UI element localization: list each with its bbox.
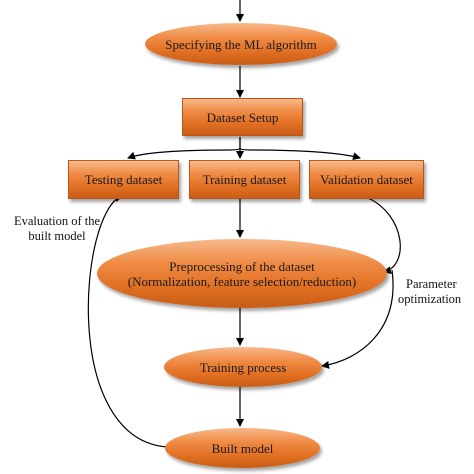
training-dataset-label: Training dataset [202,172,287,187]
arrow-parameter-to-training-process [321,269,394,369]
preprocessing-label-line1: Preprocessing of the dataset [169,258,315,274]
parameter-label-line1: Parameter [406,277,457,291]
evaluation-edge-label: Evaluation of the built model [2,214,112,244]
training-dataset-node: Training dataset [189,160,300,199]
arrow-built-model-to-testing [87,194,169,448]
arrow-dataset-setup-to-testing [127,137,241,160]
training-process-node: Training process [164,347,322,387]
evaluation-label-line2: built model [28,229,86,243]
preprocessing-node: Preprocessing of the dataset (Normalizat… [97,239,387,308]
testing-dataset-label: Testing dataset [84,172,163,187]
preprocessing-label-line2: (Normalization, feature selection/reduct… [127,273,357,289]
built-model-node: Built model [165,428,320,468]
training-process-label: Training process [199,359,287,375]
specify-ml-algorithm-label: Specifying the ML algorithm [165,36,317,52]
arrow-validation-to-preprocessing [359,191,401,275]
validation-dataset-label: Validation dataset [320,172,413,187]
parameter-label-line2: optimization [398,292,462,306]
specify-ml-algorithm-node: Specifying the ML algorithm [145,23,337,65]
built-model-label: Built model [211,440,274,456]
parameter-optimization-edge-label: Parameter optimization [398,277,474,307]
validation-dataset-node: Validation dataset [309,160,424,199]
testing-dataset-node: Testing dataset [68,160,179,199]
dataset-setup-label: Dataset Setup [206,109,279,125]
dataset-setup-node: Dataset Setup [182,98,303,136]
evaluation-label-line1: Evaluation of the [13,214,101,228]
arrow-dataset-setup-to-validation [239,147,361,161]
